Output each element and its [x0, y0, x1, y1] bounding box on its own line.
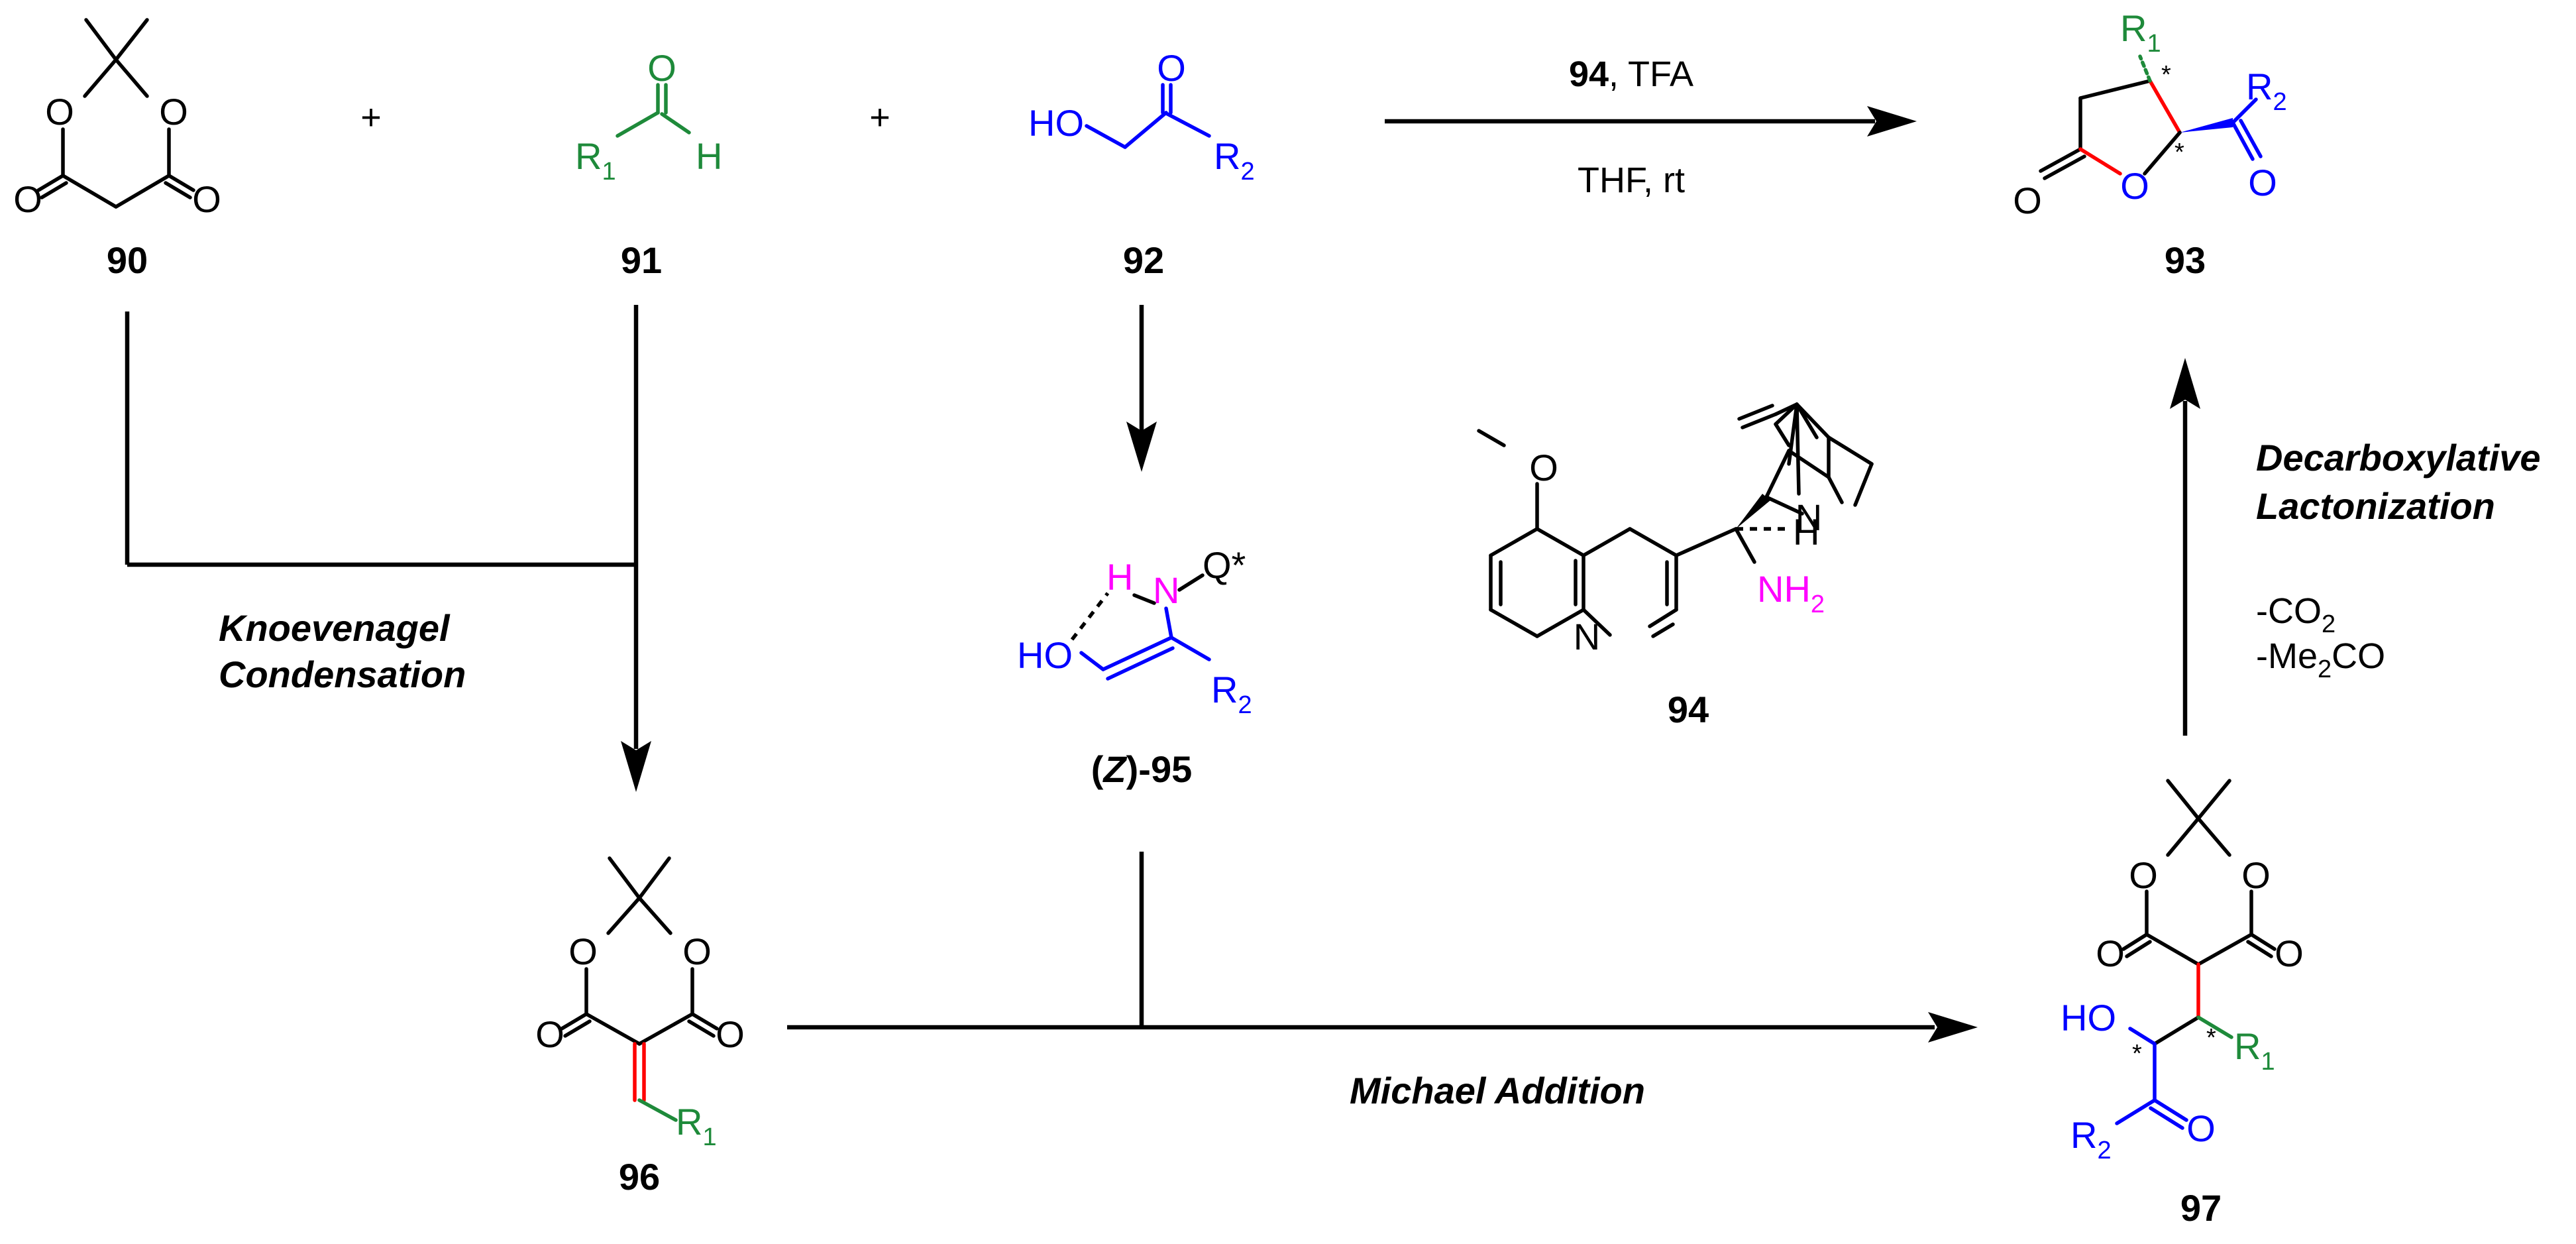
step-label-knoevenagel: Knoevenagel [219, 607, 451, 649]
atom-r2: R2 [1214, 135, 1255, 186]
stereo-star: * [2161, 61, 2171, 89]
compound-label-94: 94 [1668, 689, 1709, 730]
compound-label-92: 92 [1123, 239, 1164, 281]
stereo-star: * [2132, 1040, 2142, 1068]
arrow-head [1867, 106, 1917, 137]
compound-90-structure: O O O O [13, 18, 221, 220]
atom-o: O [1157, 47, 1186, 89]
compound-96-structure: O O O O R1 [535, 856, 745, 1151]
step-label-condensation: Condensation [219, 653, 466, 695]
atom-n: N [1796, 496, 1822, 538]
arrow-head [1928, 1012, 1978, 1043]
atom-nh2: NH2 [1757, 568, 1825, 618]
arrow-head [2170, 358, 2200, 409]
arrow-head [621, 741, 651, 792]
atom-r2: R2 [1211, 669, 1252, 719]
atom-o: O [2013, 180, 2042, 221]
compound-label-90: 90 [107, 239, 148, 281]
atom-o: O [2275, 933, 2304, 974]
compound-94-structure: O N N H NH2 [1477, 402, 1874, 657]
atom-o: O [716, 1013, 745, 1055]
compound-95-structure: H N Q* HO R2 [1017, 544, 1252, 719]
atom-o: O [2129, 854, 2158, 896]
atom-h: H [1106, 556, 1133, 598]
compound-label-91: 91 [621, 239, 662, 281]
atom-r1: R1 [2234, 1025, 2275, 1076]
compound-97-structure: O O O O HO R1 R2 O * * [2061, 779, 2304, 1164]
byproduct-co2: -CO2 [2256, 591, 2335, 638]
atom-o: O [192, 178, 221, 220]
atom-r2: R2 [2070, 1114, 2112, 1164]
atom-o: O [159, 91, 188, 133]
atom-o: O [682, 931, 712, 972]
atom-ho: HO [1028, 102, 1084, 144]
atom-o: O [535, 1013, 564, 1055]
atom-o: O [2248, 162, 2277, 203]
atom-n: N [1574, 616, 1600, 657]
compound-label-96: 96 [619, 1156, 660, 1198]
compound-93-structure: R1 O O O R2 * * [2013, 7, 2286, 221]
top-conditions-solvent: THF, rt [1578, 160, 1685, 200]
atom-h: H [696, 135, 722, 177]
step-label-michael: Michael Addition [1350, 1070, 1645, 1111]
compound-label-95: (Z)-95 [1091, 748, 1192, 790]
atom-q: Q* [1203, 544, 1246, 586]
top-conditions: 94, TFA [1569, 54, 1693, 94]
atom-ho: HO [2061, 997, 2116, 1039]
compound-91-structure: O R1 H [575, 47, 722, 186]
stereo-star: * [2174, 139, 2184, 166]
plus-sign: + [869, 97, 890, 137]
atom-o: O [2186, 1107, 2216, 1149]
atom-r1: R1 [2120, 7, 2161, 58]
atom-ho: HO [1017, 634, 1073, 676]
plus-sign: + [360, 97, 382, 137]
byproduct-acetone: -Me2CO [2256, 636, 2385, 683]
compound-92-structure: O HO R2 [1028, 47, 1255, 186]
atom-o: O [2096, 933, 2125, 974]
compound-label-97: 97 [2180, 1187, 2222, 1229]
step-label-lactonization: Lactonization [2256, 485, 2495, 527]
atom-h: H [1793, 511, 1819, 553]
atom-o: O [2120, 165, 2149, 207]
compound-label-93: 93 [2165, 239, 2206, 281]
atom-o: O [647, 47, 676, 89]
atom-o: O [568, 931, 598, 972]
atom-n: N [1153, 569, 1179, 611]
atom-o: O [13, 178, 42, 220]
atom-r1: R1 [575, 135, 616, 186]
atom-o: O [1529, 447, 1558, 488]
atom-o: O [45, 91, 74, 133]
step-label-decarboxylative: Decarboxylative [2256, 437, 2541, 479]
arrow-head [1126, 422, 1157, 472]
atom-r1: R1 [676, 1101, 717, 1151]
atom-o: O [2241, 854, 2271, 896]
atom-r2: R2 [2246, 66, 2287, 116]
stereo-star: * [2206, 1024, 2216, 1052]
